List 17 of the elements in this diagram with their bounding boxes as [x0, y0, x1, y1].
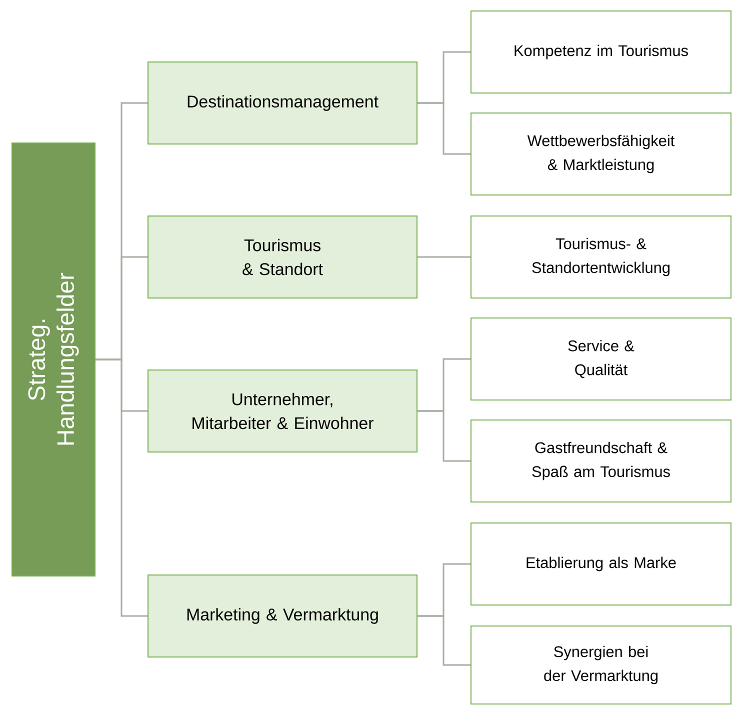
connector-line — [418, 615, 470, 666]
category-bar: Strateg. Handlungsfelder — [12, 142, 96, 576]
connector-line — [418, 410, 470, 462]
connector-line — [418, 102, 470, 155]
connector-line — [96, 358, 148, 617]
topic-box: Kompetenz im Tourismus — [470, 10, 732, 94]
connector-line — [418, 256, 470, 258]
topic-box: Service & Qualität — [470, 318, 732, 400]
topic-box: Wettbewerbsfähigkeit & Marktleistung — [470, 112, 732, 196]
field-box: Tourismus & Standort — [148, 216, 418, 298]
topic-box: Synergien bei der Vermarktung — [470, 626, 732, 704]
topic-box: Tourismus- & Standortentwicklung — [470, 216, 732, 298]
field-box: Unternehmer, Mitarbeiter & Einwohner — [148, 370, 418, 452]
field-box: Destinationsmanagement — [148, 62, 418, 144]
topic-box: Etablierung als Marke — [470, 522, 732, 606]
field-box: Marketing & Vermarktung — [148, 574, 418, 658]
topic-box: Gastfreundschaft & Spaß am Tourismus — [470, 420, 732, 502]
